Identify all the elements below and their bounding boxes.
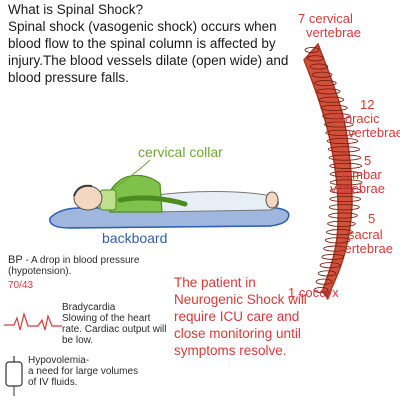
bradycardia-note: Bradycardia Slowing of the heart rate. C… <box>62 302 172 346</box>
cervical-count: 7 <box>298 11 306 26</box>
bp-note: BP - A drop in blood pressure (hypotensi… <box>8 254 168 278</box>
vertebra-ring <box>328 154 362 161</box>
vertebra-ring <box>317 270 337 277</box>
hypovolemia-note: Hypovolemia- a need for large volumes of… <box>28 355 148 388</box>
coccyx-name: coccyx <box>298 285 339 300</box>
vertebra-ring <box>329 179 363 186</box>
vertebra-ring <box>329 187 362 194</box>
vertebra-ring <box>321 253 344 260</box>
vertebra-ring <box>315 278 333 285</box>
vertebra-rings <box>304 46 363 294</box>
vertebra-ring <box>313 286 329 294</box>
vertebra-ring <box>318 96 345 103</box>
patient-hair <box>73 184 93 197</box>
backboard <box>49 207 290 229</box>
lumbar-name: lumbar <box>342 167 382 182</box>
vertebra-ring <box>325 129 357 136</box>
sacral-name: sacral <box>348 227 383 242</box>
icu-care-note: The patient in Neurogenic Shock will req… <box>174 275 307 358</box>
lumbar-label: lumbar vertebrae <box>330 167 385 196</box>
bp-text: - A drop in blood pressure (hypotension)… <box>8 255 140 277</box>
bradycardia-text: Slowing of the heart rate. Cardiac outpu… <box>62 313 167 346</box>
backboard-shape <box>49 207 290 229</box>
thoracic-count: 12 <box>360 97 375 112</box>
sacral-vertebrae: vertebrae <box>338 241 393 256</box>
coccyx-label: 1 coccyx <box>288 286 339 300</box>
vertebra-ring <box>327 146 361 153</box>
vertebra-ring <box>325 229 354 236</box>
bradycardia-title: Bradycardia <box>62 302 116 313</box>
hypovolemia-title: Hypovolemia- <box>28 355 90 366</box>
vertebra-ring <box>319 262 341 269</box>
backboard-edge <box>69 225 271 229</box>
collar-leader-line <box>111 159 151 191</box>
vertebra-ring <box>324 237 351 244</box>
lumbar-vertebrae: vertebrae <box>330 181 385 196</box>
bp-abbr: BP <box>8 254 23 266</box>
cervical-vertebrae: vertebrae <box>306 25 361 40</box>
vertebra-ring <box>328 212 358 219</box>
ecg-trace <box>4 311 62 331</box>
vertebra-ring <box>320 104 348 111</box>
coccyx-tip <box>322 292 331 300</box>
vertebra-ring <box>316 88 341 95</box>
vertebra-ring <box>327 220 356 227</box>
vertebra-ring <box>329 162 363 169</box>
patient-feet <box>265 191 279 209</box>
coccyx-count: 1 <box>288 285 296 300</box>
thoracic-name: thoracic <box>334 111 380 126</box>
lumbar-count: 5 <box>364 153 372 168</box>
page-title: What is Spinal Shock? <box>8 2 144 17</box>
cervical-label: 7 cervical vertebrae <box>298 12 361 40</box>
cervical-name: cervical <box>308 11 353 26</box>
vertebra-ring <box>329 171 363 178</box>
vertebra-ring <box>322 113 351 120</box>
vertebra-ring <box>311 71 333 78</box>
vertebra-ring <box>326 137 359 145</box>
vertebra-ring <box>328 204 360 211</box>
hypovolemia-text: a need for large volumes of IV fluids. <box>28 366 139 388</box>
vertebra-ring <box>314 80 337 87</box>
thoracic-vertebrae: vertebrae <box>348 125 400 140</box>
backboard-label: backboard <box>102 230 168 246</box>
bp-reading: 70/43 <box>8 280 34 291</box>
vertebra-ring <box>304 46 320 54</box>
intro-paragraph: Spinal shock (vasogenic shock) occurs wh… <box>8 19 289 85</box>
sacral-count: 5 <box>368 211 376 226</box>
vertebra-ring <box>323 245 348 252</box>
sacral-label: sacral vertebrae <box>338 227 393 256</box>
patient-figure <box>73 174 279 213</box>
cervical-collar-shape <box>99 189 117 211</box>
vertebra-ring <box>329 195 362 203</box>
spinal-column <box>303 42 363 300</box>
cervical-collar-label: cervical collar <box>138 144 223 160</box>
thoracic-label: thoracic vertebrae <box>334 112 400 140</box>
iv-bag-icon <box>5 356 23 396</box>
patient-arm <box>117 195 188 207</box>
vertebra-ring <box>309 63 329 70</box>
vertebra-ring <box>323 121 354 128</box>
vertebra-ring <box>306 55 324 62</box>
